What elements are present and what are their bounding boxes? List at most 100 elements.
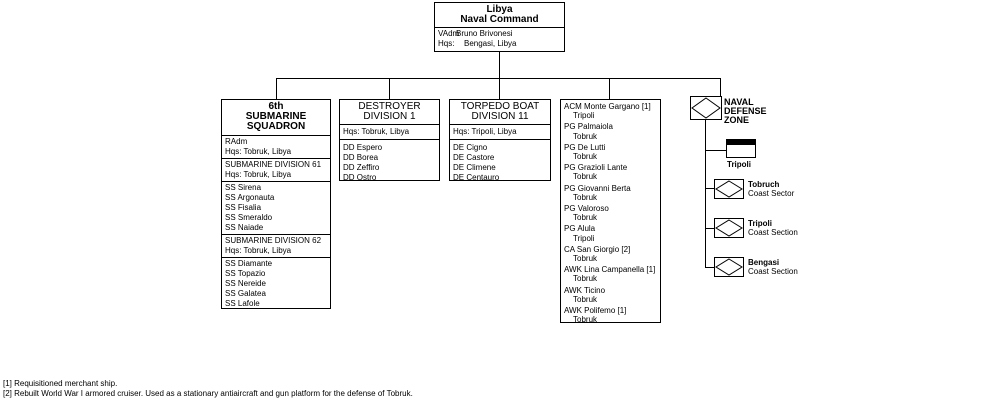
list-item: SS Topazio bbox=[225, 269, 266, 278]
list-item: DD Ostro bbox=[343, 173, 377, 182]
list-item: DD Espero bbox=[343, 143, 383, 152]
division-62-title: SUBMARINE DIVISION 62 bbox=[225, 236, 322, 245]
ndz-sector2-tick bbox=[705, 228, 714, 229]
list-item-location: Tobruk bbox=[573, 213, 598, 223]
destroyer-hqs: Hqs: Tobruk, Libya bbox=[343, 127, 410, 136]
branch-drop-misc bbox=[609, 78, 610, 99]
root-command-box: Libya Naval Command VAdmBruno Brivonesi … bbox=[434, 2, 565, 52]
list-item-location: Tobruk bbox=[573, 192, 598, 202]
section-label: Tripoli Coast Section bbox=[748, 219, 798, 237]
root-commander: Bruno Brivonesi bbox=[456, 29, 513, 38]
list-item: SS Smeraldo bbox=[225, 213, 273, 222]
root-title-line1: Libya bbox=[486, 4, 513, 15]
list-item: PG De Lutti bbox=[564, 142, 606, 152]
submarine-title-line2: SUBMARINE bbox=[245, 111, 307, 122]
list-item: DE Cigno bbox=[453, 143, 488, 152]
division-61-boats: SS Sirena SS Argonauta SS Fisalia SS Sme… bbox=[222, 182, 330, 235]
tripoli-unit-bar bbox=[727, 140, 755, 145]
section-symbol-icon bbox=[714, 257, 744, 277]
ndz-tripoli-tick bbox=[705, 150, 727, 151]
division-61-hqs: Hqs: Tobruk, Libya bbox=[225, 170, 292, 179]
list-item: AWK Polifemo [1] bbox=[564, 306, 627, 316]
list-item: SS Galatea bbox=[225, 289, 266, 298]
tripoli-unit-icon bbox=[726, 139, 756, 158]
ndz-label-line1: NAVAL bbox=[724, 97, 754, 107]
ndz-symbol-icon bbox=[690, 96, 722, 120]
division-61-title: SUBMARINE DIVISION 61 bbox=[225, 160, 322, 169]
branch-drop-torpedo bbox=[499, 78, 500, 99]
list-item: DD Borea bbox=[343, 153, 379, 162]
division-62-header: SUBMARINE DIVISION 62 Hqs: Tobruk, Libya bbox=[222, 235, 330, 258]
torpedo-hqs: Hqs: Tripoli, Libya bbox=[453, 127, 517, 136]
torpedo-hqs-section: Hqs: Tripoli, Libya bbox=[450, 125, 550, 140]
list-item-location: Tobruk bbox=[573, 131, 598, 141]
destroyer-hqs-section: Hqs: Tobruk, Libya bbox=[340, 125, 439, 140]
list-item-location: Tobruk bbox=[573, 274, 598, 284]
branch-drop-destroyer bbox=[389, 78, 390, 99]
torpedo-ships: DE Cigno DE Castore DE Climene DE Centau… bbox=[450, 140, 550, 186]
division-62-hqs: Hqs: Tobruk, Libya bbox=[225, 246, 292, 255]
section-symbol-icon bbox=[714, 218, 744, 238]
footnote-1: [1] Requisitioned merchant ship. bbox=[3, 379, 118, 388]
list-item: PG Valoroso bbox=[564, 204, 609, 214]
sector-name: Tobruch bbox=[748, 180, 780, 189]
misc-ships-box: ACM Monte Gargano [1] Tripoli PG Palmaio… bbox=[560, 99, 661, 326]
submarine-hqs: Hqs: Tobruk, Libya bbox=[225, 147, 292, 156]
list-item-location: Tobruk bbox=[573, 172, 598, 182]
submarine-title-line1: 6th bbox=[268, 101, 284, 112]
division-61-header: SUBMARINE DIVISION 61 Hqs: Tobruk, Libya bbox=[222, 159, 330, 182]
ndz-sector1-tick bbox=[705, 188, 714, 189]
destroyer-ships: DD Espero DD Borea DD Zeffiro DD Ostro bbox=[340, 140, 439, 186]
root-hqs: Bengasi, Libya bbox=[464, 39, 517, 48]
root-connector bbox=[499, 51, 500, 79]
ndz-label: NAVAL DEFENSE ZONE bbox=[724, 98, 767, 125]
list-item: SS Nereide bbox=[225, 279, 266, 288]
torpedo-title-line2: DIVISION 11 bbox=[471, 111, 529, 122]
list-item: DE Climene bbox=[453, 163, 496, 172]
root-rank: VAdm bbox=[438, 29, 460, 38]
tripoli-unit-label: Tripoli bbox=[727, 160, 751, 169]
branch-drop-ndz bbox=[720, 78, 721, 96]
branch-bus bbox=[276, 78, 721, 79]
list-item: SS Fisalia bbox=[225, 203, 262, 212]
list-item: SS Diamante bbox=[225, 259, 273, 268]
section-type: Coast Section bbox=[748, 228, 798, 237]
list-item-location: Tripoli bbox=[573, 111, 595, 121]
list-item: AWK Lina Campanella [1] bbox=[564, 265, 656, 275]
submarine-rank: RAdm bbox=[225, 137, 248, 146]
list-item: SS Naiade bbox=[225, 223, 264, 232]
list-item: DE Centauro bbox=[453, 173, 500, 182]
destroyer-division-box: DESTROYER DIVISION 1 Hqs: Tobruk, Libya … bbox=[339, 99, 440, 182]
list-item: CA San Giorgio [2] bbox=[564, 244, 631, 254]
division-62-boats: SS Diamante SS Topazio SS Nereide SS Gal… bbox=[222, 258, 330, 310]
sector-label: Tobruch Coast Sector bbox=[748, 180, 794, 198]
section-type: Coast Section bbox=[748, 267, 798, 276]
list-item: PG Palmaiola bbox=[564, 122, 613, 132]
ndz-label-line3: ZONE bbox=[724, 115, 750, 125]
root-hqs-label: Hqs: bbox=[438, 39, 455, 48]
list-item: SS Argonauta bbox=[225, 193, 275, 202]
list-item: DE Castore bbox=[453, 153, 495, 162]
list-item: PG Giovanni Berta bbox=[564, 183, 631, 193]
list-item: AWK Ticino bbox=[564, 285, 606, 295]
root-title-line2: Naval Command bbox=[460, 14, 539, 25]
misc-ships-list: ACM Monte Gargano [1] Tripoli PG Palmaio… bbox=[561, 100, 660, 326]
sector-type: Coast Sector bbox=[748, 189, 795, 198]
torpedo-title: TORPEDO BOAT DIVISION 11 bbox=[450, 100, 550, 125]
ndz-sector3-tick bbox=[705, 267, 714, 268]
list-item-location: Tobruk bbox=[573, 294, 598, 304]
root-details: VAdmBruno Brivonesi Hqs: Bengasi, Libya bbox=[435, 28, 564, 50]
list-item-location: Tripoli bbox=[573, 233, 595, 243]
ndz-trunk bbox=[705, 120, 706, 268]
section-name: Tripoli bbox=[748, 219, 772, 228]
list-item: PG Alula bbox=[564, 224, 596, 234]
branch-drop-submarine bbox=[276, 78, 277, 99]
ndz-label-line2: DEFENSE bbox=[724, 106, 767, 116]
list-item-location: Tobruk bbox=[573, 152, 598, 162]
list-item: SS Sirena bbox=[225, 183, 262, 192]
section-name: Bengasi bbox=[748, 258, 780, 267]
list-item: ACM Monte Gargano [1] bbox=[564, 102, 651, 111]
submarine-title: 6th SUBMARINE SQUADRON bbox=[222, 100, 330, 136]
destroyer-title-line1: DESTROYER bbox=[358, 101, 421, 112]
list-item-location: Tobruk bbox=[573, 254, 598, 264]
